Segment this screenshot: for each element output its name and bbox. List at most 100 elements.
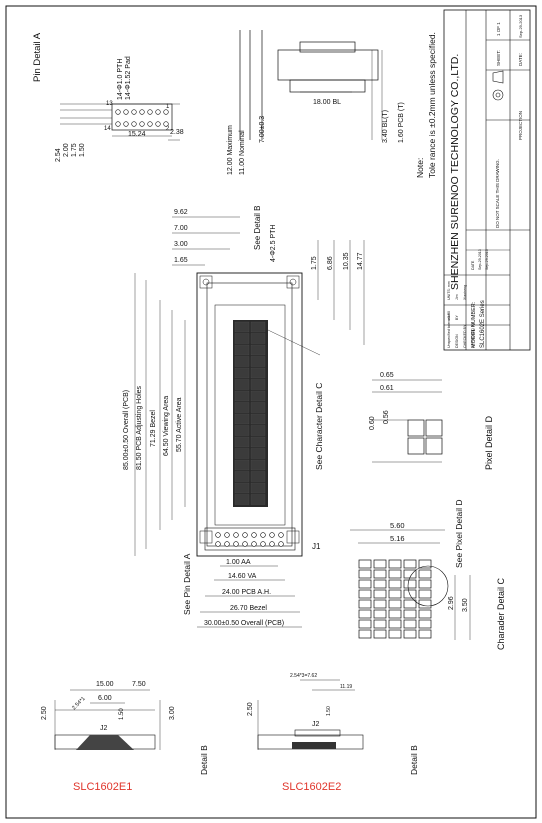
char-dot xyxy=(358,619,372,629)
model-value: SLC1602E Series xyxy=(480,300,486,348)
svg-text:3.50: 3.50 xyxy=(462,598,469,612)
scale-note: DO NOT SCALE THIS DRAWING. xyxy=(495,159,500,228)
char-dot xyxy=(403,599,417,609)
lcd-char-cell xyxy=(234,379,250,390)
j1-pin xyxy=(260,532,266,538)
see-pixel-detail: See Pixel Detail D xyxy=(454,499,464,568)
svg-text:18.00 BL: 18.00 BL xyxy=(313,99,341,106)
lcd-char-cell xyxy=(250,356,266,367)
svg-text:0.65: 0.65 xyxy=(380,372,394,379)
svg-text:15.00: 15.00 xyxy=(96,681,114,688)
char-dot xyxy=(358,599,372,609)
pin-hole xyxy=(147,109,153,115)
svg-text:1.50: 1.50 xyxy=(326,706,332,716)
projection-label: PROJECTION xyxy=(518,111,523,140)
lcd-char-cell xyxy=(234,436,250,448)
svg-text:5.16: 5.16 xyxy=(390,534,405,543)
svg-text:7.00: 7.00 xyxy=(174,225,188,232)
lcd-char-cell xyxy=(250,390,266,402)
svg-text:11.19: 11.19 xyxy=(340,684,352,690)
char-dot xyxy=(388,629,402,639)
lcd-char-cell xyxy=(234,356,250,367)
lcd-char-cell xyxy=(250,413,266,425)
main-top-lines xyxy=(172,216,240,266)
lcd-char-cell xyxy=(234,459,250,471)
svg-text:J2: J2 xyxy=(312,721,320,728)
svg-text:13: 13 xyxy=(106,101,113,107)
svg-text:5.60: 5.60 xyxy=(390,521,405,530)
char-dot xyxy=(373,569,387,579)
char-dot xyxy=(418,619,432,629)
char-dot xyxy=(358,629,372,639)
svg-text:12.00 Maximum: 12.00 Maximum xyxy=(227,125,234,175)
svg-text:1: 1 xyxy=(166,104,170,110)
date-value: Sep-29-2013 xyxy=(518,14,523,38)
main-right-dims: 1.75 6.86 10.35 14.77 xyxy=(311,252,364,270)
main-right-lines xyxy=(267,240,365,356)
char-dot xyxy=(358,609,372,619)
lcd-char-cell xyxy=(250,448,266,459)
svg-text:14: 14 xyxy=(104,126,111,132)
svg-text:6.00: 6.00 xyxy=(98,695,112,702)
main-vertical-dims: 85.00±0.50 Overall (PCB) 81.50 PCB Adjus… xyxy=(123,385,183,470)
svg-text:0.56: 0.56 xyxy=(383,410,390,424)
svg-text:Unspecified tolerance: Unspecified tolerance xyxy=(447,313,451,348)
svg-text:2.96: 2.96 xyxy=(448,596,455,610)
svg-text:2.38: 2.38 xyxy=(170,129,184,136)
svg-text:Jim: Jim xyxy=(455,294,459,300)
lcd-module xyxy=(196,272,303,557)
char-dot xyxy=(418,599,432,609)
char-dot xyxy=(358,559,372,569)
svg-text:81.50 PCB Adjusting Holes: 81.50 PCB Adjusting Holes xyxy=(136,385,143,470)
lcd-char-cell xyxy=(234,344,250,356)
lcd-char-cell xyxy=(234,494,250,505)
sheet-label: SHEET: xyxy=(496,50,501,66)
char-dot xyxy=(388,609,402,619)
bottom-dims: 1.00 AA 14.60 VA 24.00 PCB A.H. 26.70 Be… xyxy=(204,559,284,627)
lcd-char-cell xyxy=(234,471,250,482)
svg-text:APPROVED BY: APPROVED BY xyxy=(471,322,475,348)
lcd-char-cell xyxy=(250,402,266,413)
bottom-dim-lines xyxy=(197,565,302,628)
char-dot xyxy=(373,599,387,609)
svg-text:±0.50: ±0.50 xyxy=(447,311,451,320)
svg-text:1.50: 1.50 xyxy=(79,143,86,157)
char-dot xyxy=(403,609,417,619)
j1-pin xyxy=(269,541,275,547)
sheet-value: 1 OF 1 xyxy=(496,22,501,36)
see-character-detail: See Character Detail C xyxy=(314,383,324,470)
svg-text:14-Φ1.0 PTH: 14-Φ1.0 PTH xyxy=(117,59,124,100)
lcd-character-grid xyxy=(234,321,266,505)
char-dot xyxy=(403,559,417,569)
pin-detail-title: Pin Detail A xyxy=(32,32,43,82)
pin-hole xyxy=(139,121,145,127)
svg-text:2.54*1: 2.54*1 xyxy=(71,696,86,711)
e2-drawing xyxy=(257,679,364,750)
lcd-char-cell xyxy=(250,321,266,333)
char-dot xyxy=(358,589,372,599)
svg-text:BY: BY xyxy=(455,315,459,320)
lcd-char-cell xyxy=(250,367,266,379)
svg-text:DESIGN: DESIGN xyxy=(455,334,459,348)
pixel-detail-drawing xyxy=(372,379,443,463)
svg-text:3.40 BL(T): 3.40 BL(T) xyxy=(382,110,389,143)
j1-pin xyxy=(224,532,230,538)
svg-text:15.24: 15.24 xyxy=(128,131,146,138)
pin-hole xyxy=(155,109,161,115)
pin-hole xyxy=(131,121,137,127)
svg-text:30.00±0.50 Overall (PCB): 30.00±0.50 Overall (PCB) xyxy=(204,620,284,627)
svg-text:0.61: 0.61 xyxy=(380,385,394,392)
svg-text:2.50: 2.50 xyxy=(41,706,48,720)
svg-text:See Detail B: See Detail B xyxy=(253,206,262,250)
char-dot xyxy=(373,559,387,569)
lcd-char-cell xyxy=(250,494,266,505)
svg-text:85.00±0.50 Overall (PCB): 85.00±0.50 Overall (PCB) xyxy=(123,390,130,470)
char-dot xyxy=(388,599,402,609)
svg-text:4-Φ2.5 PTH: 4-Φ2.5 PTH xyxy=(270,225,277,263)
char-dot xyxy=(403,629,417,639)
pin-hole xyxy=(163,109,169,115)
pin-hole xyxy=(163,121,169,127)
svg-text:Sep-29-2013: Sep-29-2013 xyxy=(478,249,482,270)
pin-hole xyxy=(115,121,121,127)
